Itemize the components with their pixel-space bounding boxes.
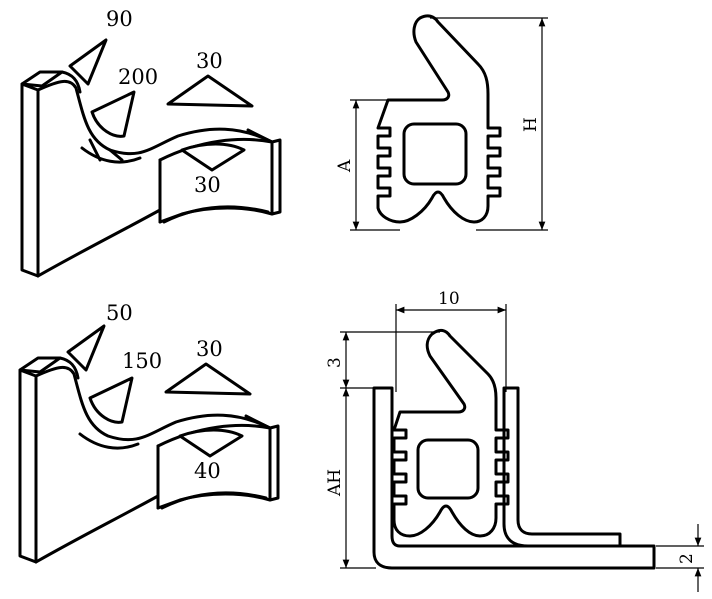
top-right-seal-profile: [376, 14, 502, 224]
angle-marker-lower-2: [88, 376, 134, 424]
angle-label-right-top-2: 30: [196, 337, 223, 361]
angle-label-lower-2: 150: [122, 349, 162, 373]
angle-label-right-bottom: 30: [194, 173, 221, 197]
angle-label-upper-2: 50: [106, 301, 133, 325]
angle-marker-right-bottom: [180, 142, 246, 172]
bottom-left-block: [18, 356, 280, 564]
angle-label-lower: 200: [118, 65, 158, 89]
angle-marker-right-top-2: [164, 362, 252, 396]
dim-label-top: 3: [325, 357, 345, 368]
angle-label-right-bottom-2: 40: [194, 459, 221, 483]
angle-marker-upper: [68, 38, 108, 86]
dim-label-ah: AH: [325, 469, 345, 497]
top-left-block: [20, 70, 282, 278]
angle-marker-right-bottom-2: [178, 428, 244, 458]
angle-marker-right-top: [166, 74, 254, 108]
dim-label-a: A: [335, 159, 355, 173]
angle-label-right-top: 30: [196, 49, 223, 73]
angle-label-upper: 90: [106, 7, 133, 31]
dim-label-width: 10: [438, 289, 460, 309]
angle-marker-lower: [90, 90, 136, 138]
dim-label-base: 2: [677, 553, 697, 564]
dim-label-h: H: [521, 117, 541, 132]
angle-marker-upper-2: [66, 324, 106, 372]
bottom-right-seal-assembly: [372, 328, 656, 570]
